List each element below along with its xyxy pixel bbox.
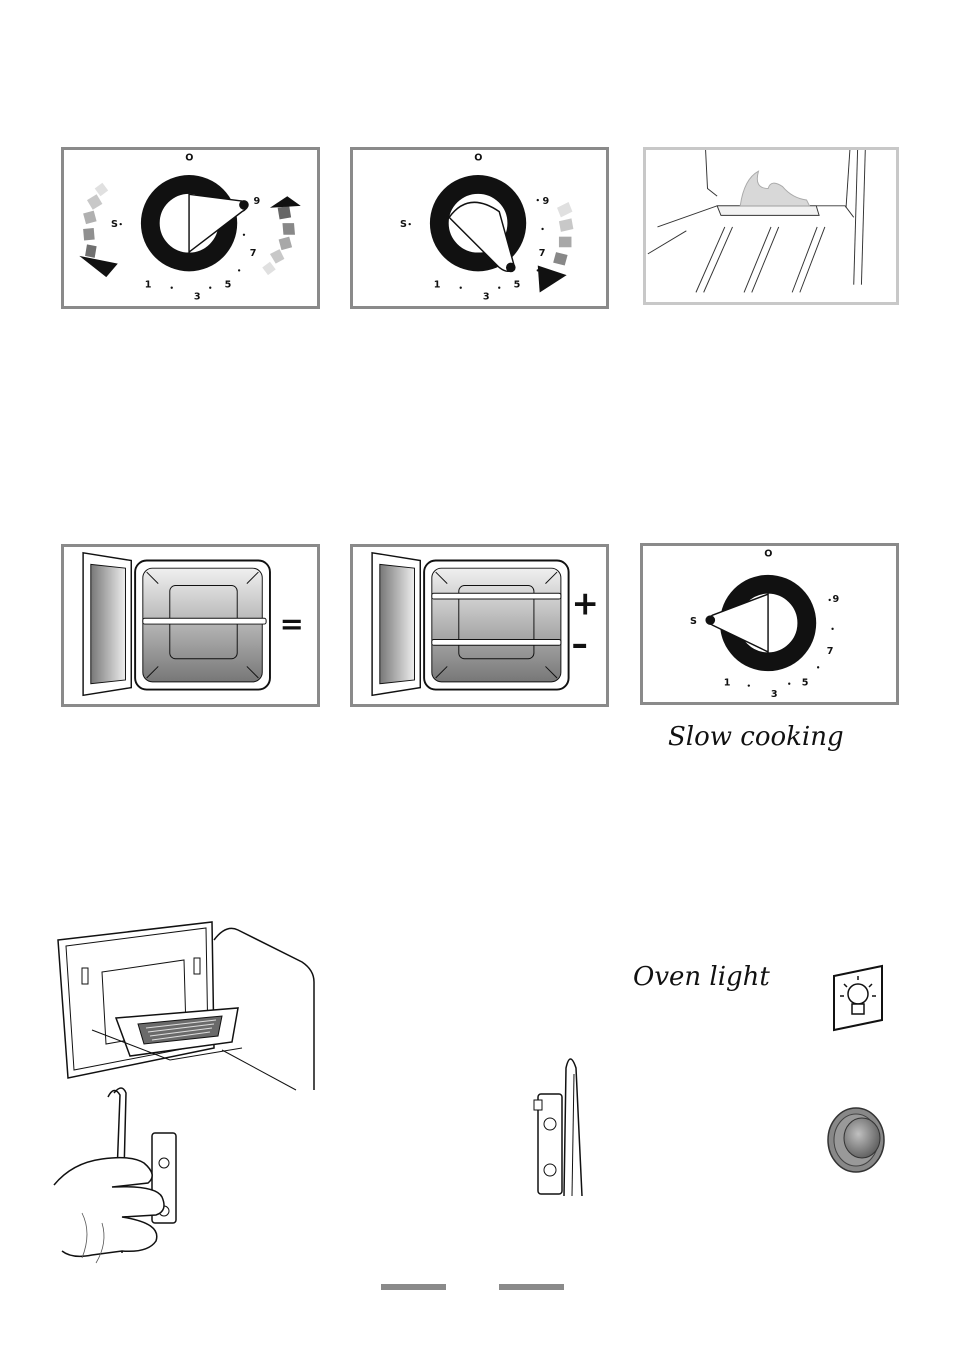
dial-slow-label: S <box>690 616 697 627</box>
dial-off-label: O <box>185 153 193 164</box>
shelf-runner-detail-illustration <box>533 1058 583 1197</box>
oven-two-shelves-panel: + – <box>350 544 609 707</box>
control-knob-lower-diagram: O S 1 3 5 7 9 <box>400 153 574 302</box>
dial-panel-slow: O S 1 3 5 7 9 <box>640 543 899 705</box>
oven-burner-panel <box>643 147 899 305</box>
dial-mark-1: 1 <box>724 678 731 689</box>
dial-mark-3: 3 <box>771 689 778 700</box>
control-knob-max-diagram: O S 1 3 5 7 9 <box>79 153 301 302</box>
oven-light-caption: Oven light <box>633 962 770 992</box>
dial-slow-label: S <box>111 219 118 230</box>
dial-mark-3: 3 <box>194 291 201 302</box>
dial-mark-9: 9 <box>833 594 840 605</box>
hand-removing-runner-illustration <box>53 1087 177 1264</box>
dial-off-label: O <box>764 549 772 560</box>
dial-mark-9: 9 <box>254 196 261 207</box>
dial-mark-3: 3 <box>483 291 490 302</box>
light-bulb-icon <box>833 964 883 1032</box>
dial-panel-lower: O S 1 3 5 7 9 <box>350 147 609 309</box>
dial-mark-7: 7 <box>250 248 257 259</box>
control-knob-slow-diagram: O S 1 3 5 7 9 <box>690 549 840 701</box>
dial-mark-7: 7 <box>827 646 834 657</box>
oven-light-button[interactable] <box>826 1104 890 1174</box>
oven-two-shelves-diagram: + – <box>371 551 599 697</box>
minus-sign: – <box>571 625 587 663</box>
dial-off-label: O <box>474 153 482 164</box>
dial-mark-1: 1 <box>145 280 152 291</box>
oven-burner-flame-diagram <box>647 150 866 293</box>
oven-single-shelf-panel: = <box>61 544 320 707</box>
slow-cooking-caption: Slow cooking <box>668 722 844 752</box>
rotate-left-arrow-icon <box>79 182 118 278</box>
rotate-down-arrow-icon <box>537 202 574 293</box>
dial-mark-5: 5 <box>802 678 809 689</box>
oven-single-shelf-diagram: = <box>82 551 304 697</box>
dial-panel-max: O S 1 3 5 7 9 <box>61 147 320 309</box>
dial-slow-label: S <box>400 219 407 230</box>
dial-mark-5: 5 <box>225 280 232 291</box>
rotate-right-arrow-icon <box>262 196 301 276</box>
footer-bar-right <box>499 1284 564 1290</box>
equal-sign: = <box>280 607 304 641</box>
footer-bar-left <box>381 1284 446 1290</box>
dial-mark-9: 9 <box>543 196 550 207</box>
plus-sign: + <box>571 584 598 622</box>
dial-mark-1: 1 <box>434 280 441 291</box>
open-oven-grill-pan-illustration <box>57 921 315 1091</box>
dial-mark-5: 5 <box>514 280 521 291</box>
dial-mark-7: 7 <box>539 248 546 259</box>
